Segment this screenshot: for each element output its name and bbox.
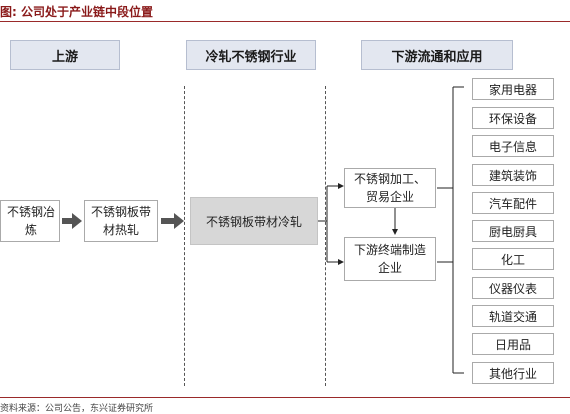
node-cold-rolling: 不锈钢板带材冷轧 (190, 197, 318, 245)
application-item: 厨电厨具 (472, 220, 554, 242)
application-item: 电子信息 (472, 135, 554, 157)
application-item: 日用品 (472, 333, 554, 355)
header-industry: 冷轧不锈钢行业 (186, 40, 316, 70)
figure-title: 图: 公司处于产业链中段位置 (0, 5, 153, 19)
application-item: 家用电器 (472, 78, 554, 100)
separator-industry-downstream (325, 86, 326, 386)
title-divider (0, 21, 570, 22)
node-terminal-manufacturing: 下游终端制造企业 (344, 237, 436, 281)
figure-source: 资料来源：公司公告，东兴证券研究所 (0, 404, 154, 414)
application-item: 建筑装饰 (472, 164, 554, 186)
arrow-hot-rolling-to-cold-rolling (161, 213, 184, 229)
arrow-smelting-to-hot-rolling (62, 213, 82, 229)
footer-divider (0, 397, 570, 398)
node-smelting: 不锈钢冶炼 (0, 200, 60, 242)
application-item: 其他行业 (472, 362, 554, 384)
node-hot-rolling: 不锈钢板带材热轧 (84, 200, 158, 242)
application-item: 轨道交通 (472, 305, 554, 327)
application-item: 环保设备 (472, 107, 554, 129)
header-downstream: 下游流通和应用 (361, 40, 513, 70)
application-item: 汽车配件 (472, 192, 554, 214)
application-item: 仪器仪表 (472, 277, 554, 299)
header-upstream: 上游 (10, 40, 120, 70)
node-processing-trade: 不锈钢加工、贸易企业 (344, 168, 436, 208)
application-item: 化工 (472, 248, 554, 270)
arrow-processing-to-terminal (392, 229, 398, 235)
separator-upstream-industry (184, 86, 185, 386)
